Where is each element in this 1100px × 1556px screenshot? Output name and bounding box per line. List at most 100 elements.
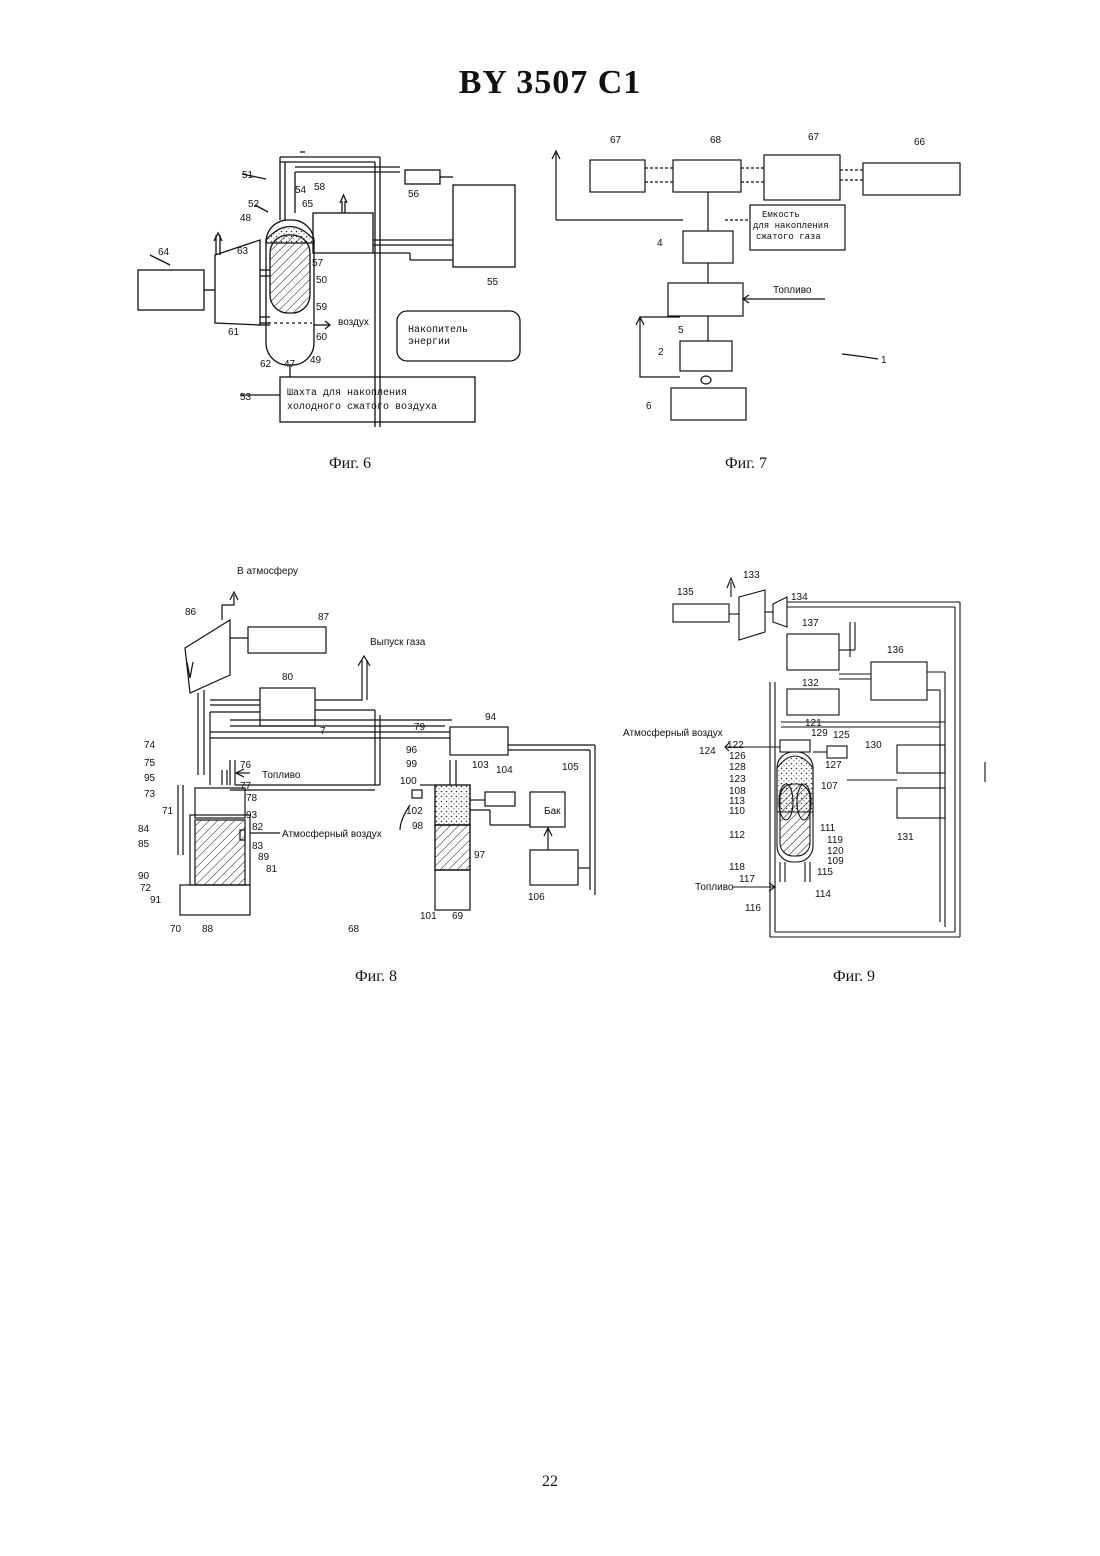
label-112: 112: [729, 830, 745, 841]
label-122: 122: [727, 740, 744, 751]
storage-box-55: [453, 185, 515, 267]
block-131-upper: [897, 745, 945, 773]
valve-125: [827, 746, 847, 758]
label-68: 68: [710, 135, 722, 146]
label-60: 60: [316, 332, 328, 343]
cold-air-shaft-53: [280, 377, 475, 422]
label-64: 64: [158, 247, 170, 258]
label-73: 73: [144, 789, 156, 800]
tank-label: Бак: [544, 806, 561, 817]
fuel-label: Топливо: [773, 285, 812, 296]
label-61: 61: [228, 327, 240, 338]
top-chamber-121: [780, 740, 810, 752]
label-127: 127: [825, 760, 842, 771]
label-55: 55: [487, 277, 499, 288]
label-131: 131: [897, 832, 914, 843]
label-4: 4: [657, 238, 663, 249]
label-77: 77: [240, 781, 252, 792]
label-70: 70: [170, 924, 182, 935]
block-68: [673, 160, 741, 192]
label-134: 134: [791, 592, 808, 603]
label-106: 106: [528, 892, 545, 903]
label-97: 97: [474, 850, 486, 861]
label-117: 117: [739, 874, 755, 885]
label-79: 79: [414, 722, 426, 733]
block-66: [863, 163, 960, 195]
label-5: 5: [678, 325, 684, 336]
turbine-133: [739, 590, 765, 640]
label-49: 49: [310, 355, 322, 366]
label-115: 115: [817, 867, 833, 878]
compressor-box-58: [313, 213, 373, 253]
label-110: 110: [729, 806, 745, 817]
page-header: BY 3507 C1: [0, 64, 1100, 102]
label-67-right: 67: [808, 132, 820, 143]
label-68: 68: [348, 924, 360, 935]
label-57: 57: [312, 258, 324, 269]
generator-box-64: [138, 270, 204, 310]
label-89: 89: [258, 852, 270, 863]
label-107: 107: [821, 781, 838, 792]
block-137: [787, 634, 839, 670]
storage-label-line1: Накопитель: [408, 325, 468, 336]
label-53: 53: [240, 392, 252, 403]
label-56: 56: [408, 189, 420, 200]
block-2: [680, 341, 732, 371]
label-62: 62: [260, 359, 272, 370]
label-129: 129: [811, 728, 828, 739]
heat-accumulator-97: [435, 825, 470, 870]
label-63: 63: [237, 246, 249, 257]
label-47: 47: [284, 359, 296, 370]
label-87: 87: [318, 612, 330, 623]
label-128: 128: [729, 762, 746, 773]
tank-label-line3: сжатого газа: [756, 232, 821, 242]
label-111: 111: [820, 823, 836, 834]
valve-104: [485, 792, 515, 806]
label-132: 132: [802, 678, 819, 689]
label-102: 102: [406, 806, 423, 817]
label-84: 84: [138, 824, 150, 835]
fuel-label: Топливо: [262, 770, 301, 781]
label-94: 94: [485, 712, 497, 723]
label-52: 52: [248, 199, 260, 210]
valve-56: [405, 170, 440, 184]
block-136: [871, 662, 927, 700]
chamber-98: [435, 785, 470, 825]
label-86: 86: [185, 607, 197, 618]
block-67-left: [590, 160, 645, 192]
label-109: 109: [827, 856, 844, 867]
label-93: 93: [246, 810, 258, 821]
label-85: 85: [138, 839, 150, 850]
energy-storage-box: [397, 311, 520, 361]
fuel-label: Топливо: [695, 882, 734, 893]
label-69: 69: [452, 911, 464, 922]
label-88: 88: [202, 924, 214, 935]
label-135: 135: [677, 587, 694, 598]
block-94: [450, 727, 508, 755]
label-51: 51: [242, 170, 254, 181]
block-4: [683, 231, 733, 263]
compressor-134: [773, 597, 787, 627]
block-106: [530, 850, 578, 885]
figure-7: 67 68 67 66 Емкость для накопления сжато…: [540, 125, 980, 425]
label-6: 6: [646, 401, 652, 412]
figure-6-caption: Фиг. 6: [250, 455, 450, 473]
label-83: 83: [252, 841, 264, 852]
page-number: 22: [0, 1473, 1100, 1491]
storage-label-line2: энергии: [408, 337, 450, 348]
figure-6: 51 52 54 65 58 56 48 64 63 57 50 55 59 в…: [130, 145, 530, 435]
label-100: 100: [400, 776, 417, 787]
generator-87: [248, 627, 326, 653]
label-103: 103: [472, 760, 489, 771]
label-95: 95: [144, 773, 156, 784]
label-78: 78: [246, 793, 258, 804]
label-2: 2: [658, 347, 664, 358]
to-atmosphere-label: В атмосферу: [237, 565, 298, 577]
block-67-right: [764, 155, 840, 200]
block-69: [435, 870, 470, 910]
label-72: 72: [140, 883, 152, 894]
label-59: 59: [316, 302, 328, 313]
label-71: 71: [162, 806, 174, 817]
label-80: 80: [282, 672, 294, 683]
label-50: 50: [316, 275, 328, 286]
